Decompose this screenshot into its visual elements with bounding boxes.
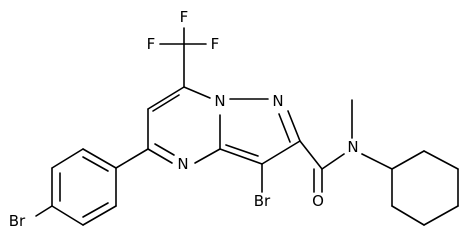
bond-ph-6-1-double-a bbox=[82, 148, 117, 169]
atom-n-pyrazole: N bbox=[272, 92, 283, 110]
atom-br-phenyl: Br bbox=[9, 212, 26, 230]
atom-n-pyrimidine: N bbox=[177, 155, 188, 173]
bond-ph-2-3-double-a bbox=[82, 205, 117, 226]
bond-cy-5-6 bbox=[391, 205, 425, 226]
bond-n7a-c7 bbox=[183, 86, 211, 99]
bond-c2-c3 bbox=[261, 140, 301, 165]
bond-carbonyl-n bbox=[321, 153, 345, 170]
atom-labels: F F F N N N N Br Br O bbox=[9, 8, 359, 230]
bond-c7-c6-double-b bbox=[152, 94, 180, 112]
bond-c2-carbonyl bbox=[299, 140, 323, 170]
bond-n1-c2-double-b bbox=[278, 113, 291, 143]
molecule-structure: F F F N N N N Br Br O bbox=[9, 8, 459, 230]
bond-c7-c6-double-a bbox=[147, 86, 185, 110]
bond-ph-5-6 bbox=[51, 148, 84, 169]
bond-n1-c2-double-a bbox=[287, 110, 301, 142]
atom-n-amide: N bbox=[347, 138, 358, 156]
bond-cy-2-3 bbox=[423, 150, 459, 170]
atom-o-carbonyl: O bbox=[312, 192, 324, 210]
bonds bbox=[35, 27, 459, 226]
atom-br-ring: Br bbox=[254, 192, 271, 210]
atom-f1: F bbox=[147, 35, 156, 53]
bond-c3-c3a-double-b bbox=[225, 144, 259, 157]
bond-c3-c3a-double-a bbox=[219, 148, 263, 165]
bond-ph-6-1-double-b bbox=[82, 156, 109, 172]
bond-c5-n4-double-a bbox=[147, 148, 173, 164]
atom-f2: F bbox=[180, 8, 189, 26]
bond-ph-2-3-double-b bbox=[82, 202, 109, 218]
bond-cy-4-5 bbox=[423, 205, 459, 226]
bond-n-cyclohexyl bbox=[361, 153, 393, 170]
bond-c5-phenyl bbox=[115, 148, 149, 169]
bond-cy-1-2 bbox=[391, 150, 425, 170]
molecule-canvas: F F F N N N N Br Br O bbox=[9, 8, 459, 230]
bond-phenyl-br bbox=[35, 205, 53, 217]
bond-ph-3-4 bbox=[51, 205, 84, 226]
bond-n4-c3a bbox=[194, 148, 221, 164]
atom-n-bridge: N bbox=[214, 92, 225, 110]
atom-f3: F bbox=[211, 35, 220, 53]
bond-c5-n4-double-b bbox=[154, 143, 175, 156]
